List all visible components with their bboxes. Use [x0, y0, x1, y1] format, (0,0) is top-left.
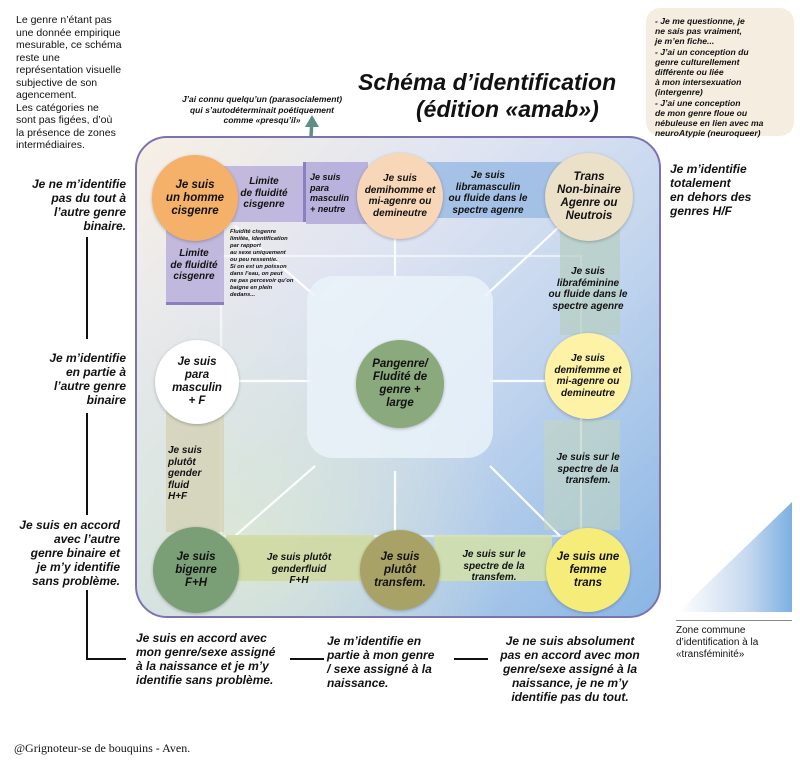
- label-limite-top: Limite de fluidité cisgenre: [240, 176, 288, 210]
- band-limite-left-edge: [166, 302, 224, 305]
- bottom-axis-line-2: [454, 658, 488, 660]
- node-femme-trans: Je suis une femme trans: [546, 528, 630, 612]
- node-pangenre: Pangenre/ Fludité de genre + large: [356, 340, 444, 428]
- band-genderfluid-bottom: [226, 535, 374, 581]
- label-transfem-right: Je suis sur le spectre de la transfem.: [556, 452, 620, 486]
- label-genderfluid-left: Je suis plutôt gender fluid H+F: [168, 445, 202, 502]
- node-trans-non-binaire: Trans Non-binaire Agenre ou Neutrois: [545, 153, 633, 241]
- label-genderfluid-bottom: Je suis plutôt genderfluid F+H: [266, 552, 332, 586]
- bottom-axis-line-1: [290, 658, 324, 660]
- band-transfem-right: [544, 420, 620, 530]
- left-axis-bottom: Je suis en accord avec l’autre genre bin…: [19, 518, 120, 588]
- credit: @Grignoteur-se de bouquins - Aven.: [14, 741, 191, 755]
- right-axis-top: Je m’identifie totalement en dehors des …: [670, 162, 752, 218]
- label-librafeminine: Je suis libraféminine ou fluide dans le …: [548, 266, 628, 312]
- presquil-note: J’ai connu quelqu’un (parasocialement) q…: [181, 94, 343, 125]
- left-axis-middle: Je m’identifie en partie à l’autre genre…: [49, 351, 126, 407]
- left-axis-line-1: [86, 237, 88, 339]
- label-libramasculin: Je suis libramasculin ou fluide dans le …: [448, 170, 528, 216]
- node-demihomme: Je suis demihomme et mi-agenre ou demine…: [357, 153, 443, 239]
- band-librafeminine: [560, 225, 620, 335]
- node-plutot-transfem: Je suis plutôt transfem.: [360, 530, 440, 610]
- node-para-masculin: Je suis para masculin + F: [155, 340, 239, 424]
- node-homme-cisgenre: Je suis un homme cisgenre: [152, 155, 238, 241]
- intro-note: Le genre n’étant pas une donnée empiriqu…: [16, 14, 122, 151]
- bottom-axis-right: Je ne suis absolument pas en accord avec…: [500, 634, 640, 704]
- node-bigenre: Je suis bigenre F+H: [153, 527, 239, 613]
- node-demifemme: Je suis demifemme et mi-agenre ou demine…: [545, 333, 631, 419]
- bottom-axis-middle: Je m’identifie en partie à mon genre / s…: [327, 634, 435, 690]
- band-genderfluid-left: [166, 410, 224, 532]
- diagram-title: Schéma d’identification: [358, 69, 617, 95]
- corner-note-text: - Je me questionne, je ne sais pas vraim…: [655, 16, 764, 139]
- bottom-axis-left: Je suis en accord avec mon genre/sexe as…: [136, 631, 276, 687]
- label-fluidite-note: Fluidité cisgenre limitée, identificatio…: [230, 229, 294, 298]
- legend-divider: [676, 620, 792, 621]
- left-axis-top: Je ne m’identifie pas du tout à l’autre …: [31, 177, 126, 233]
- label-transfem-bottom: Je suis sur le spectre de la transfem.: [462, 549, 526, 583]
- left-axis-line-2: [86, 413, 88, 515]
- bottom-axis-line-0: [86, 658, 126, 660]
- legend-label: Zone commune d’identification à la «tran…: [676, 625, 759, 660]
- corner-note-box: - Je me questionne, je ne sais pas vraim…: [646, 8, 794, 139]
- band-limite-top-edge: [303, 162, 306, 222]
- label-para-neutre: Je suis para masculin + neutre: [310, 172, 350, 214]
- band-transfem-bottom: [434, 535, 552, 581]
- label-limite-left: Limite de fluidité cisgenre: [170, 248, 218, 282]
- diagram-subtitle: (édition «amab»): [416, 96, 599, 122]
- left-axis-line-3: [86, 590, 88, 660]
- legend-wedge: [678, 502, 792, 612]
